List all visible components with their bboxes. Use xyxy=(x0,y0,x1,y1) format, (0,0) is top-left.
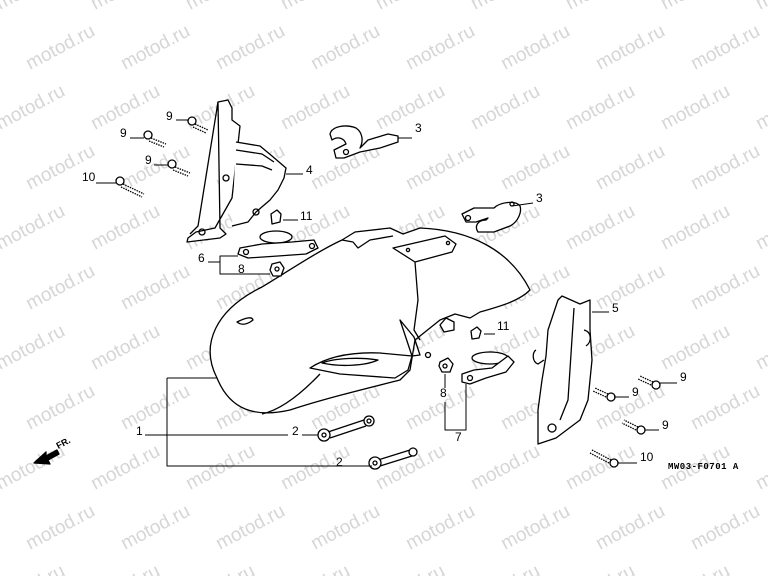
callout-6[interactable]: 6 xyxy=(198,251,205,265)
diagram-code: MW03-F0701 A xyxy=(668,462,739,472)
callout-9[interactable]: 9 xyxy=(166,109,173,123)
screw-right-3[interactable] xyxy=(621,419,646,435)
fender-clip xyxy=(439,317,455,333)
callout-11[interactable]: 11 xyxy=(300,209,313,223)
callout-4[interactable]: 4 xyxy=(306,163,313,177)
fender-stay-lower[interactable] xyxy=(368,447,418,470)
bolt-right[interactable] xyxy=(589,449,619,468)
callout-2[interactable]: 2 xyxy=(292,424,299,438)
clip-nut-right[interactable] xyxy=(470,326,482,340)
nut-left[interactable] xyxy=(269,261,285,277)
callout-10[interactable]: 10 xyxy=(640,450,654,464)
front-fender[interactable] xyxy=(209,227,531,415)
brake-hose-clamp-upper[interactable] xyxy=(329,125,399,159)
front-direction-arrow-icon xyxy=(33,449,60,465)
clip-nut-left[interactable] xyxy=(270,209,282,225)
left-fork-cover[interactable] xyxy=(186,99,287,243)
left-clamp[interactable] xyxy=(237,230,319,259)
callout-8[interactable]: 8 xyxy=(440,386,447,400)
right-clamp[interactable] xyxy=(461,351,515,385)
callout-8[interactable]: 8 xyxy=(238,262,245,276)
callout-9[interactable]: 9 xyxy=(662,418,669,432)
callout-9[interactable]: 9 xyxy=(680,370,687,384)
bolt-left[interactable] xyxy=(115,176,145,198)
fender-stay-upper[interactable] xyxy=(317,415,375,442)
callout-3[interactable]: 3 xyxy=(415,121,422,135)
callout-2[interactable]: 2 xyxy=(336,455,343,469)
callout-11[interactable]: 11 xyxy=(497,319,510,333)
screw-left-3[interactable] xyxy=(167,159,191,177)
screw-left-2[interactable] xyxy=(143,130,167,148)
callout-10[interactable]: 10 xyxy=(82,170,96,184)
callout-1[interactable]: 1 xyxy=(136,424,143,438)
callout-3[interactable]: 3 xyxy=(536,191,543,205)
brake-hose-clamp-lower[interactable] xyxy=(461,201,522,233)
right-fork-cover[interactable] xyxy=(532,295,593,445)
callout-9[interactable]: 9 xyxy=(632,385,639,399)
callout-9[interactable]: 9 xyxy=(120,126,127,140)
callout-9[interactable]: 9 xyxy=(145,153,152,167)
leader-lines xyxy=(96,119,677,467)
callout-7[interactable]: 7 xyxy=(455,430,462,444)
screw-left-1[interactable] xyxy=(187,116,209,134)
screw-right-1[interactable] xyxy=(637,375,661,390)
callout-5[interactable]: 5 xyxy=(612,301,619,315)
screw-right-2[interactable] xyxy=(592,387,616,402)
nut-right[interactable] xyxy=(438,357,454,373)
